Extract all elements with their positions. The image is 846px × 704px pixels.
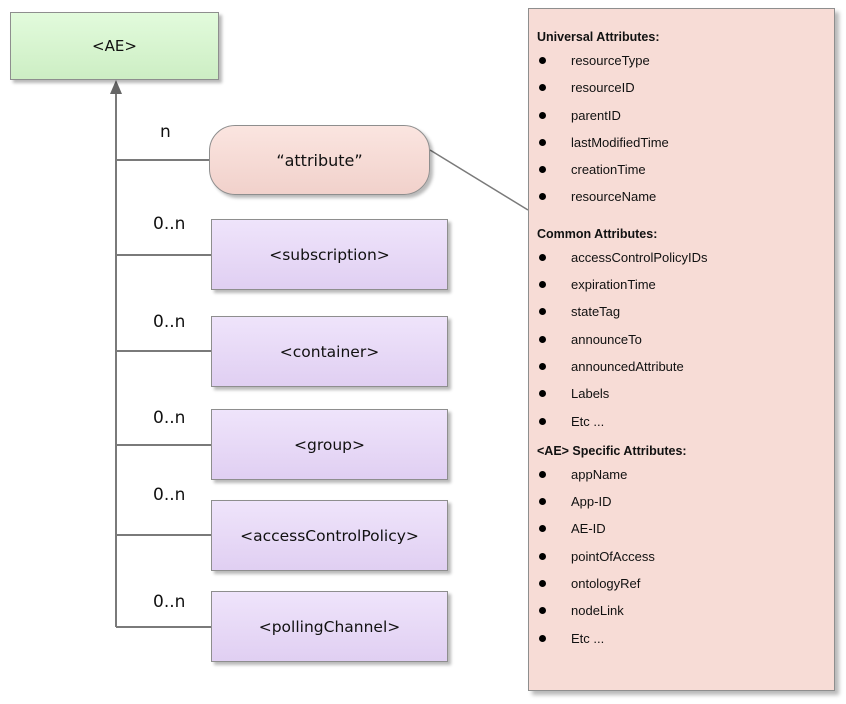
attribute-name: App-ID: [571, 494, 612, 510]
attribute-item: App-ID: [537, 488, 834, 515]
attribute-name: lastModifiedTime: [571, 134, 669, 150]
attribute-name: resourceName: [571, 189, 657, 205]
ae-root-label: <AE>: [92, 37, 137, 55]
attribute-item: lastModifiedTime: [537, 129, 834, 156]
bullet-icon: [539, 390, 546, 398]
bullet-icon: [539, 580, 546, 588]
attribute-item: Etc ...: [537, 625, 834, 652]
attribute-name: creationTime: [571, 162, 646, 178]
bullet-icon: [539, 193, 546, 201]
attribute-name: accessControlPolicyIDs: [571, 249, 708, 265]
child-multiplicity: 0..n: [153, 312, 186, 332]
ae-specific-attributes-section: <AE> Specific Attributes: appName App-ID…: [537, 441, 834, 652]
attribute-name: Labels: [571, 386, 610, 402]
attribute-name: announceTo: [571, 331, 642, 347]
attribute-name: resourceType: [571, 53, 650, 68]
attribute-item: expirationTime: [537, 271, 834, 298]
bullet-icon: [539, 552, 546, 560]
attribute-name: AE-ID: [571, 521, 606, 537]
child-multiplicity: 0..n: [153, 485, 186, 505]
bullet-icon: [539, 308, 546, 316]
child-group-box: <group>: [211, 409, 448, 480]
attribute-item: appName: [537, 461, 834, 488]
bullet-icon: [539, 335, 546, 343]
attribute-item: creationTime: [537, 156, 834, 183]
attribute-item: stateTag: [537, 298, 834, 325]
bullet-icon: [539, 111, 546, 119]
attribute-item: ontologyRef: [537, 570, 834, 597]
common-attributes-section: Common Attributes: accessControlPolicyID…: [537, 224, 834, 435]
universal-attributes-section: Universal Attributes: resourceType resou…: [537, 27, 834, 211]
attribute-name: expirationTime: [571, 277, 656, 293]
child-label: <pollingChannel>: [258, 617, 401, 636]
child-access-control-policy-box: <accessControlPolicy>: [211, 500, 448, 571]
bullet-icon: [539, 417, 546, 425]
child-subscription-box: <subscription>: [211, 219, 448, 290]
attribute-item: nodeLink: [537, 597, 834, 624]
attribute-item: pointOfAccess: [537, 543, 834, 570]
attribute-name: stateTag: [571, 304, 621, 320]
bullet-icon: [539, 525, 546, 533]
attribute-item: resourceType: [537, 47, 834, 74]
bullet-icon: [539, 281, 546, 289]
attribute-item: parentID: [537, 102, 834, 129]
attribute-item: announcedAttribute: [537, 353, 834, 380]
attribute-node-label: “attribute”: [276, 150, 363, 170]
attribute-name: announcedAttribute: [571, 358, 684, 374]
attribute-name: Etc ...: [571, 630, 605, 646]
attribute-item: Labels: [537, 380, 834, 407]
bullet-icon: [539, 84, 546, 92]
bullet-icon: [539, 57, 546, 64]
child-container-box: <container>: [211, 316, 448, 387]
attribute-item: accessControlPolicyIDs: [537, 244, 834, 271]
bullet-icon: [539, 362, 546, 370]
attribute-name: resourceID: [571, 80, 635, 96]
section-title: <AE> Specific Attributes:: [537, 443, 687, 458]
child-label: <accessControlPolicy>: [240, 526, 419, 545]
attribute-name: ontologyRef: [571, 576, 641, 592]
child-label: <subscription>: [269, 245, 390, 264]
child-label: <container>: [279, 342, 380, 361]
attribute-name: Etc ...: [571, 413, 605, 429]
bullet-icon: [539, 498, 546, 506]
child-label: <group>: [294, 435, 365, 454]
attribute-item: Etc ...: [537, 408, 834, 435]
attribute-item: resourceID: [537, 74, 834, 101]
child-multiplicity: 0..n: [153, 592, 186, 612]
attribute-item: announceTo: [537, 326, 834, 353]
attribute-item: AE-ID: [537, 515, 834, 542]
bullet-icon: [539, 166, 546, 174]
bullet-icon: [539, 634, 546, 642]
attribute-list: accessControlPolicyIDs expirationTime st…: [537, 244, 834, 435]
section-title: Common Attributes:: [537, 226, 658, 241]
child-polling-channel-box: <pollingChannel>: [211, 591, 448, 662]
attributes-panel: Universal Attributes: resourceType resou…: [528, 8, 835, 691]
child-multiplicity: 0..n: [153, 214, 186, 234]
arrowhead: [110, 80, 122, 94]
attribute-multiplicity: n: [160, 122, 171, 142]
attribute-name: parentID: [571, 107, 621, 123]
attribute-node: “attribute”: [209, 125, 430, 195]
section-title: Universal Attributes:: [537, 30, 660, 44]
attribute-list: resourceType resourceID parentID lastMod…: [537, 47, 834, 211]
attribute-name: nodeLink: [571, 603, 624, 619]
attribute-name: appName: [571, 466, 628, 482]
attribute-list: appName App-ID AE-ID pointOfAccess ontol…: [537, 461, 834, 652]
bullet-icon: [539, 607, 546, 615]
bullet-icon: [539, 138, 546, 146]
attribute-name: pointOfAccess: [571, 548, 655, 564]
bullet-icon: [539, 253, 546, 261]
ae-root-box: <AE>: [10, 12, 219, 80]
bullet-icon: [539, 470, 546, 478]
callout-line: [429, 149, 529, 211]
child-multiplicity: 0..n: [153, 408, 186, 428]
attribute-item: resourceName: [537, 183, 834, 210]
